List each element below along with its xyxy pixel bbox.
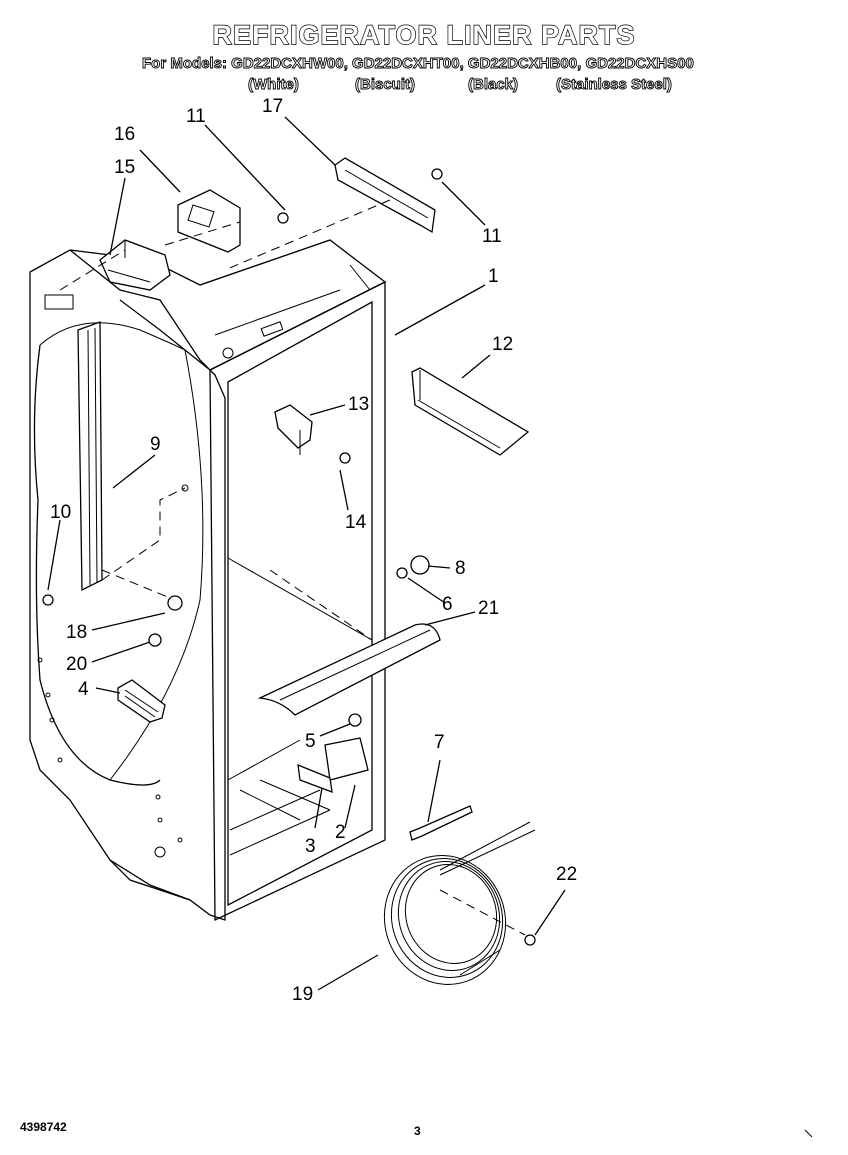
callout-19: 19 (292, 984, 313, 1005)
finish-stainless-steel: (Stainless Steel) (556, 76, 673, 94)
side-bracket (411, 367, 530, 456)
callout-16: 16 (114, 124, 135, 145)
callout-2: 2 (335, 822, 346, 843)
callout-18: 18 (66, 622, 87, 643)
finish-biscuit: (Biscuit) (355, 76, 416, 94)
refrigerator-liner (29, 239, 387, 922)
leader-lines (47, 116, 566, 991)
callout-1: 1 (488, 266, 499, 287)
callout-12: 12 (492, 334, 513, 355)
mounting-clip (274, 404, 351, 464)
shelf-rail (77, 321, 186, 601)
callout-15: 15 (114, 157, 135, 178)
control-housing (59, 189, 241, 291)
callout-5: 5 (305, 731, 316, 752)
callout-10: 10 (50, 502, 71, 523)
callout-9: 9 (150, 434, 161, 455)
vent-grille (117, 679, 166, 723)
callout-3: 3 (305, 836, 316, 857)
cable-tie (409, 805, 473, 841)
part-number: 4398742 (20, 1120, 67, 1134)
fasteners (42, 168, 536, 946)
callout-22: 22 (556, 864, 577, 885)
models-line: For Models: GD22DCXHW00, GD22DCXHT00, GD… (142, 55, 695, 73)
callout-4: 4 (78, 679, 89, 700)
callout-14: 14 (345, 512, 367, 533)
callout-8: 8 (455, 558, 466, 579)
top-bracket (224, 157, 436, 271)
callout-21: 21 (478, 598, 499, 619)
callout-17: 17 (262, 96, 283, 117)
page-number: 3 (414, 1124, 421, 1138)
callout-labels: 1 2 3 4 5 6 7 8 9 10 11 11 12 13 14 15 1… (50, 96, 577, 1005)
finish-black: (Black) (468, 76, 519, 94)
tube-cover (257, 623, 441, 716)
callout-11-top: 11 (186, 106, 206, 127)
callout-7: 7 (434, 732, 445, 753)
callout-13: 13 (348, 394, 369, 415)
page-title: REFRIGERATOR LINER PARTS (212, 19, 636, 50)
callout-11-right: 11 (482, 226, 502, 247)
coil-tubing (383, 821, 536, 985)
corner-mark (804, 1129, 813, 1138)
finish-white: (White) (248, 76, 300, 94)
callout-20: 20 (66, 654, 87, 675)
callout-6: 6 (442, 594, 453, 615)
